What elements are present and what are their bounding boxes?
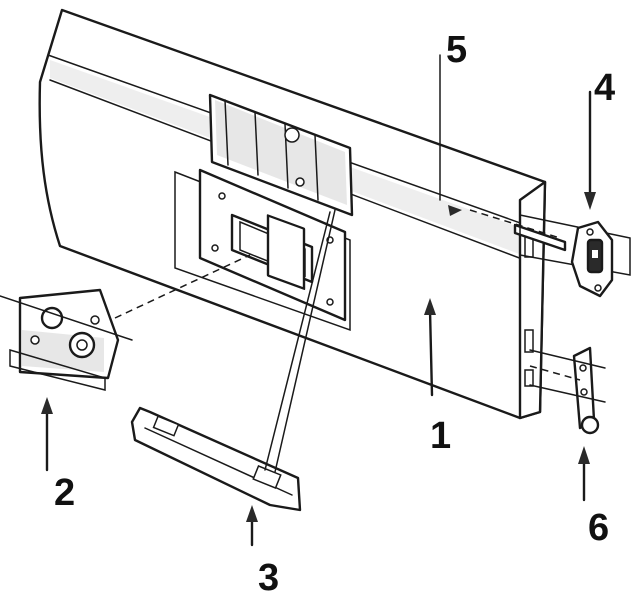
callout-4: 4 — [594, 67, 615, 109]
callout-6: 6 — [588, 507, 609, 549]
callout-1: 1 — [430, 415, 451, 457]
callout-2: 2 — [54, 472, 75, 514]
leader-arrows — [41, 54, 596, 547]
callout-5: 5 — [446, 29, 467, 71]
tailgate-panel — [38, 8, 567, 420]
check-strap — [529, 346, 606, 435]
lock-rod-bracket — [130, 209, 336, 512]
callout-3: 3 — [258, 557, 279, 599]
latch-assembly — [0, 254, 251, 391]
hinge-assembly — [519, 214, 631, 298]
